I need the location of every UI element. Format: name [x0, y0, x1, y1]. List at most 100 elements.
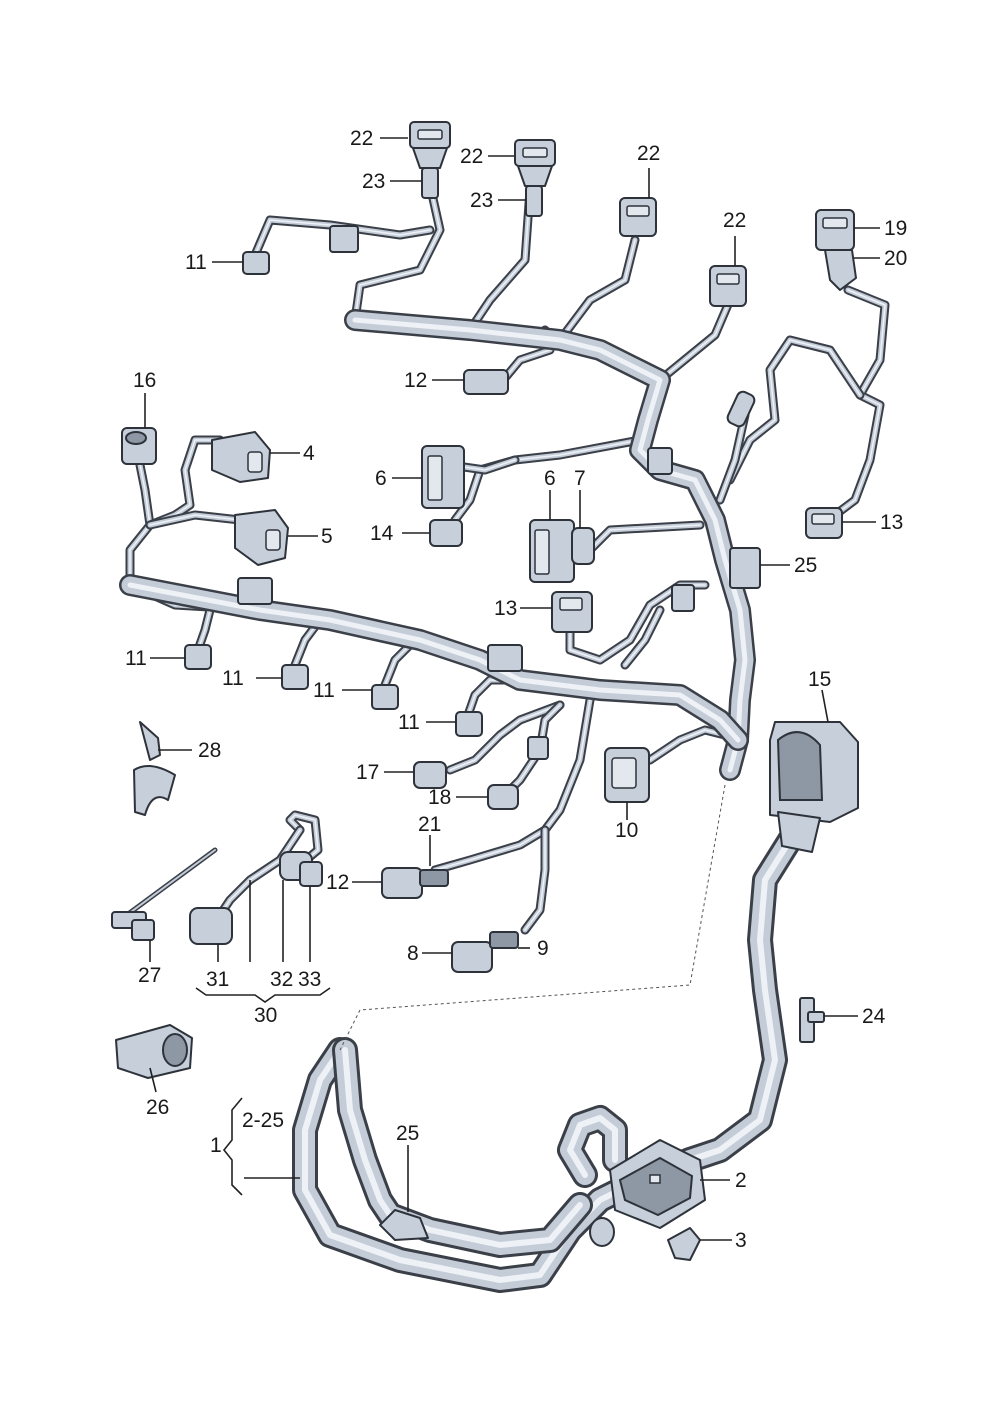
connector-22-a — [409, 121, 451, 169]
callout-21: 21 — [418, 813, 441, 836]
callout-22-d: 22 — [723, 209, 746, 232]
callout-13-right: 13 — [880, 511, 903, 534]
connector-6-upper — [421, 445, 465, 509]
cable-segment — [197, 609, 211, 651]
leader-lines — [144, 137, 880, 1241]
callout-32: 32 — [270, 968, 293, 991]
connector-17 — [413, 761, 447, 789]
callout-25-lower: 25 — [396, 1122, 419, 1145]
connector-11-top — [242, 251, 270, 275]
callout-5: 5 — [321, 525, 333, 548]
connector-11-c — [371, 684, 399, 710]
callout-1: 1 — [210, 1134, 222, 1157]
cable-segment — [649, 729, 726, 761]
connector-10 — [604, 747, 650, 803]
callout-19: 19 — [884, 217, 907, 240]
cable-segment — [350, 180, 475, 335]
callout-24: 24 — [862, 1005, 886, 1028]
callout-11-d: 11 — [398, 711, 420, 734]
callout-23-b: 23 — [470, 189, 493, 212]
callout-12-lower: 12 — [326, 871, 349, 894]
sensor-upper — [726, 390, 756, 428]
bracket-24 — [799, 997, 825, 1043]
connector-11-d — [455, 711, 483, 737]
callout-11-top: 11 — [185, 251, 207, 274]
callout-11-a: 11 — [125, 647, 147, 670]
cable-segment — [469, 189, 531, 331]
cable-segment — [719, 414, 746, 501]
parts-30-group — [189, 851, 323, 945]
control-unit-15 — [769, 721, 859, 853]
cable-segment — [832, 287, 888, 518]
cable-segment — [659, 299, 731, 381]
clip-25-lower — [379, 1209, 429, 1241]
clip-c — [329, 225, 359, 253]
connector-18 — [487, 784, 519, 810]
upper-harness — [119, 180, 890, 935]
cable-segment — [524, 829, 546, 931]
clip-3 — [667, 1227, 701, 1261]
callout-26: 26 — [146, 1096, 169, 1119]
cable-segment — [335, 1040, 590, 1255]
cable-segment — [302, 837, 793, 1283]
lower-harness — [292, 827, 803, 1293]
connector-12-top — [463, 369, 509, 395]
callout-27: 27 — [138, 964, 161, 987]
cable-segment — [559, 239, 636, 341]
cable-tie-27 — [111, 847, 218, 941]
cable-segment — [354, 184, 471, 331]
clip-f — [527, 736, 549, 760]
callout-2-25: 2-25 — [242, 1109, 284, 1132]
callout-11-b: 11 — [222, 667, 244, 690]
cable-segment — [129, 464, 261, 611]
cable-segment — [729, 339, 861, 481]
callout-8: 8 — [407, 942, 419, 965]
callout-25-upper: 25 — [794, 554, 817, 577]
callout-23-a: 23 — [362, 170, 385, 193]
connector-6-7 — [529, 519, 595, 583]
cable-segment — [624, 609, 661, 666]
callout-17: 17 — [356, 761, 379, 784]
callout-30: 30 — [254, 1004, 277, 1027]
callout-22-c: 22 — [637, 142, 660, 165]
connector-22-b — [514, 139, 556, 187]
boot-23-b — [525, 185, 543, 217]
cable-segment — [655, 295, 735, 385]
clip-e — [671, 584, 695, 612]
plug-lower — [589, 1217, 615, 1247]
cable-segment — [449, 704, 561, 771]
clip-d — [647, 447, 673, 475]
callout-18: 18 — [428, 786, 451, 809]
connector-14 — [429, 519, 463, 547]
cable-segment — [352, 182, 473, 333]
callout-33: 33 — [298, 968, 321, 991]
dashed-connection-line — [339, 784, 726, 1051]
clip-28 — [133, 721, 176, 816]
connector-13-right — [805, 507, 843, 539]
callout-22-b: 22 — [460, 145, 483, 168]
cable-segment — [289, 814, 319, 866]
callout-labels: 22 23 22 23 22 22 19 20 11 12 16 4 5 6 1… — [125, 127, 907, 1252]
connector-22-d — [709, 265, 747, 307]
callout-15: 15 — [808, 668, 831, 691]
callout-31: 31 — [206, 968, 229, 991]
connector-19-20 — [815, 209, 857, 291]
cable-segment — [834, 289, 886, 516]
cable-segment — [647, 727, 728, 763]
cable-segment — [149, 514, 241, 526]
connector-11-a — [184, 644, 212, 670]
connector-11-b — [281, 664, 309, 690]
callout-20: 20 — [884, 247, 907, 270]
connector-13-mid — [551, 591, 593, 633]
connector-26 — [115, 1024, 193, 1079]
clip-b — [487, 644, 523, 672]
callout-14: 14 — [370, 522, 394, 545]
cable-segment — [254, 219, 431, 256]
clip-25-upper — [729, 547, 761, 589]
callout-7: 7 — [574, 467, 586, 490]
connector-5 — [234, 509, 289, 566]
callout-11-c: 11 — [313, 679, 335, 702]
clip-a — [237, 577, 273, 605]
callout-6-upper: 6 — [375, 467, 387, 490]
